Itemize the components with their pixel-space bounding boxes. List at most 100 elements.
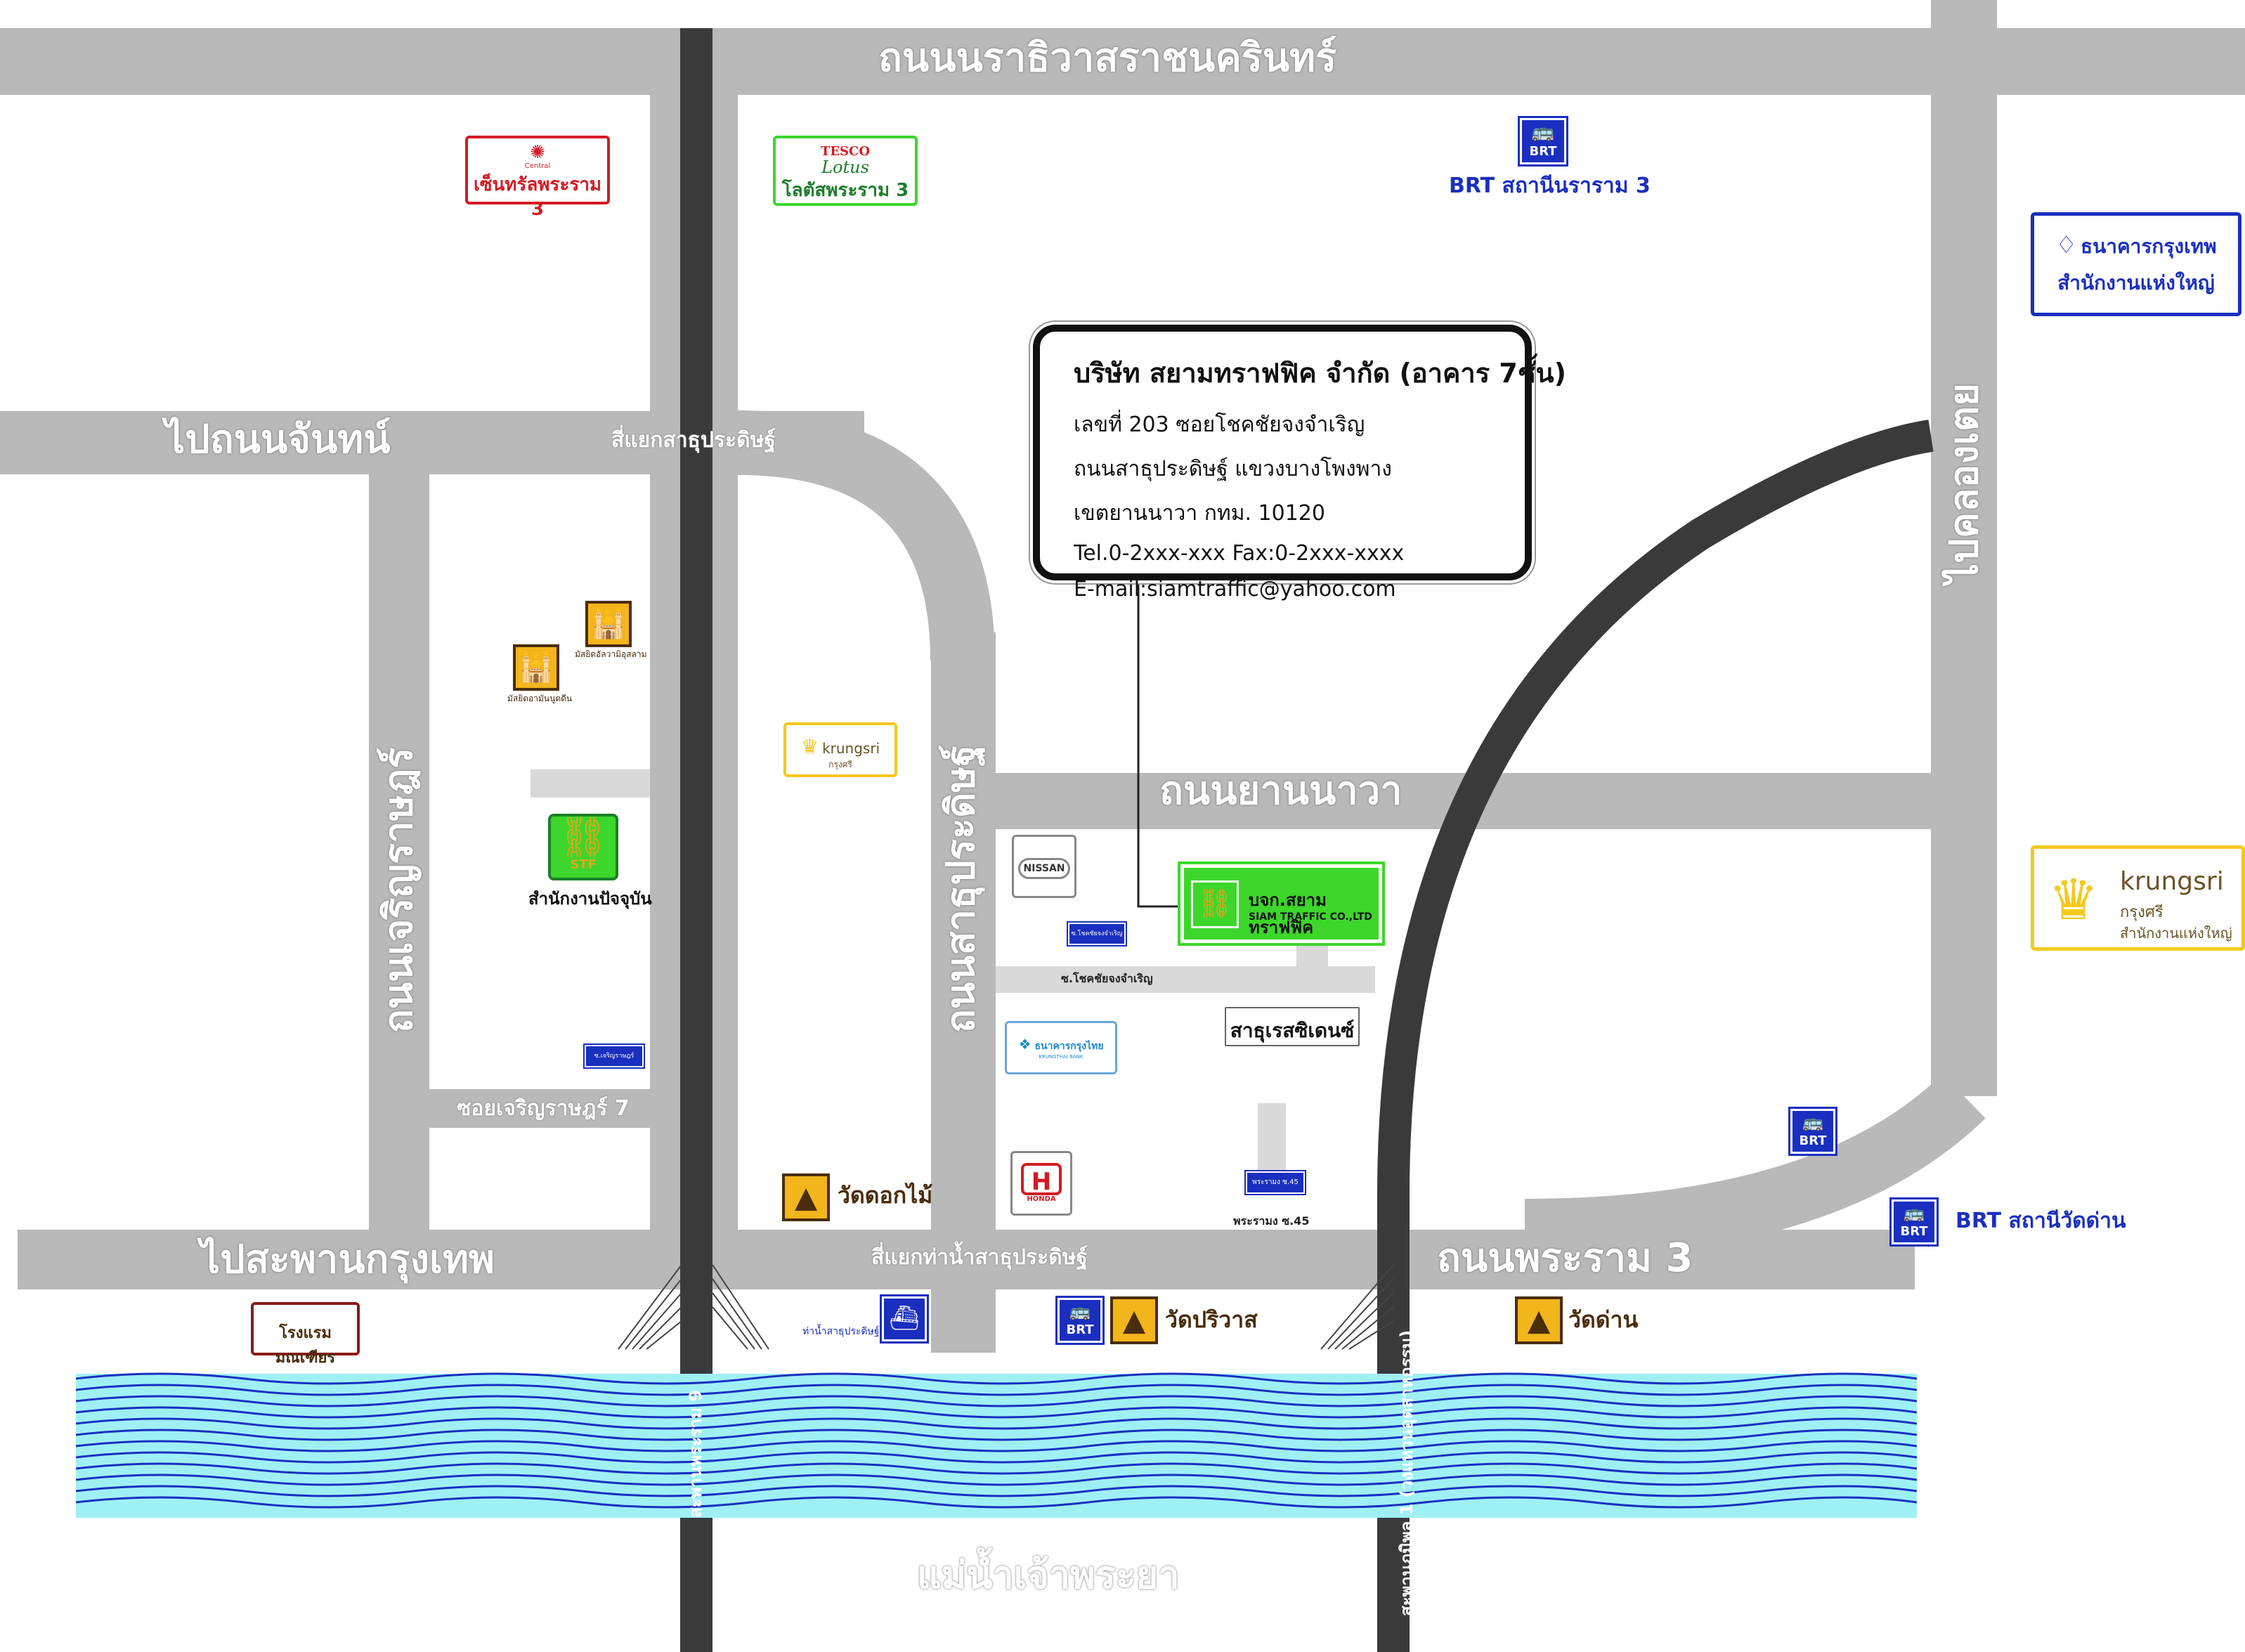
stf-logo-text: STF	[570, 857, 597, 872]
krungsri-hq-brand: krungsri	[2120, 867, 2224, 896]
river-wave-line	[75, 1440, 1918, 1452]
mosque2-label: มัสยิดอามันนูดดีน	[507, 694, 573, 703]
honda-label: HONDA	[1027, 1195, 1056, 1203]
label-to-krungthep-bridge: ไปสะพานกรุงเทพ	[200, 1237, 495, 1282]
krungsri-hq-logo-icon: ♛	[2048, 867, 2099, 932]
wat-dok-mai-label: วัดดอกไม้	[838, 1182, 933, 1209]
label-rama3-soi45: พระรามง ซ.45	[1233, 1214, 1310, 1228]
river-wave-line	[75, 1429, 1918, 1441]
nissan-landmark: NISSAN	[1012, 835, 1076, 898]
river-wave-line	[75, 1462, 1918, 1475]
krungsri-hq-sub: กรุงศรี	[2120, 904, 2163, 921]
road-right-vertical	[1931, 0, 1997, 1096]
krungsri-small-sub: กรุงศรี	[828, 760, 852, 769]
honda-logo-icon: H	[1021, 1163, 1062, 1196]
label-rama9-bridge: สะพานพระราม 9	[686, 1389, 705, 1518]
info-phone: Tel.0-2xxx-xxx Fax:0-2xxx-xxxx	[1074, 541, 1405, 566]
road-rama3-soi45	[1258, 1103, 1286, 1181]
river-wave-line	[75, 1417, 1918, 1430]
label-bhumibol-bridge: สะพานภูมิพล 1 (วงแหวนอุตสาหกรรม)	[1397, 1329, 1417, 1616]
brt-icon-text: BRT	[1066, 1322, 1094, 1337]
street-sign-chok-chai: ซ.โชคชัยจงจำเริญ	[1068, 923, 1126, 945]
label-river: แม่น้ำเจ้าพระยา	[917, 1553, 1180, 1597]
sathu-residence-landmark: สาธุเรสซิเดนซ์	[1225, 1007, 1360, 1046]
tesco-lotus-landmark: TESCO Lotus โลตัสพระราม 3	[773, 136, 918, 206]
krungsri-logo-icon: ♛	[800, 735, 819, 758]
road-ratchadaphisek	[0, 28, 2245, 95]
wat-priwat-label: วัดปริวาส	[1165, 1306, 1258, 1333]
krungthai-en: KRUNGTHAI BANK	[1039, 1054, 1084, 1060]
central-brand: Central	[524, 162, 551, 170]
brt-wat-dan-label: BRT สถานีวัดด่าน	[1956, 1209, 2126, 1233]
info-address-2: ถนนสาธุประดิษฐ์ แขวงบางโพงพาง	[1074, 457, 1392, 481]
river-wave-line	[75, 1406, 1918, 1419]
nissan-logo-icon: NISSAN	[1018, 858, 1070, 879]
mosque-icon: 🕌	[513, 644, 559, 691]
expressway-curve	[1377, 419, 1934, 1652]
krungsri-small-brand: krungsri	[822, 740, 880, 757]
river-wave-line	[75, 1384, 1918, 1396]
info-email[interactable]: E-mail:siamtraffic@yahoo.com	[1074, 577, 1396, 601]
temple-icon: ▲	[782, 1173, 830, 1221]
chao-phraya-river	[75, 1372, 1918, 1518]
brt-icon-text: BRT	[1529, 144, 1557, 159]
brt-narama3-icon: 🚌 BRT	[1520, 118, 1566, 164]
krungthai-logo-icon: ❖	[1018, 1036, 1032, 1053]
hotel-label: โรงแรมมณเฑียร	[275, 1325, 336, 1367]
bangkok-bank-landmark: ♢ ธนาคารกรุงเทพ สำนักงานแห่งใหญ่	[2031, 212, 2241, 316]
tesco-label: โลตัสพระราม 3	[781, 180, 909, 201]
river-wave-line	[75, 1496, 1918, 1509]
road-small-soi	[531, 769, 650, 798]
temple-icon: ▲	[1515, 1296, 1563, 1344]
road-charoen-rat	[369, 474, 429, 1247]
road-soi-chok-chai-stub	[1296, 942, 1328, 970]
info-address-1: เลขที่ 203 ซอยโชคชัยจงจำเริญ	[1074, 412, 1365, 437]
label-charoen-rat: ถนนเจริญราษฎร์	[376, 747, 422, 1033]
brt-right-icon: 🚌 BRT	[1790, 1109, 1835, 1154]
sathu-residence-label: สาธุเรสซิเดนซ์	[1230, 1019, 1355, 1042]
river-wave-line	[75, 1485, 1918, 1497]
bangkok-bank-name: ธนาคารกรุงเทพ	[2080, 235, 2217, 258]
siam-traffic-sign: ⛓ บจก.สยามทราฟฟิค SIAM TRAFFIC CO.,LTD	[1180, 864, 1382, 943]
info-title: บริษัท สยามทราฟฟิค จำกัด (อาคาร 7ชั้น)	[1074, 358, 1566, 389]
info-address-3: เขตยานนาวา กทม. 10120	[1074, 501, 1325, 526]
label-soi-charoen-rat-7: ซอยเจริญราษฎร์ 7	[457, 1096, 630, 1121]
krungsri-hq-label: สำนักงานแห่งใหญ่	[2120, 925, 2232, 942]
wat-dan-label: วัดด่าน	[1568, 1306, 1639, 1333]
road-curve-khlong-toei	[1524, 1074, 1986, 1261]
temple-icon: ▲	[1110, 1296, 1158, 1344]
brt-narama3-label: BRT สถานีนราราม 3	[1449, 174, 1651, 198]
river-wave-line	[75, 1474, 1918, 1486]
label-to-khlong-toei: ไปคลองเตย	[1941, 383, 1987, 583]
brt-icon-text: BRT	[1900, 1224, 1928, 1239]
road-soi-charoen-rat-7	[429, 1089, 650, 1128]
company-info-box: บริษัท สยามทราฟฟิค จำกัด (อาคาร 7ชั้น) เ…	[1033, 325, 1566, 601]
central-landmark: ✺ Central เซ็นทรัลพระราม 3	[465, 136, 610, 220]
krungthai-name: ธนาคารกรุงไทย	[1034, 1041, 1104, 1052]
brt-priwat-icon: 🚌 BRT	[1058, 1298, 1102, 1343]
bridge-cables	[618, 1264, 1394, 1350]
street-sign-rama3: พระรามง ซ.45	[1246, 1171, 1305, 1194]
stf-current-label: สำนักงานปัจจุบัน	[528, 889, 652, 909]
label-yan-nawa: ถนนยานนาวา	[1159, 768, 1403, 814]
river-wave-line	[75, 1372, 1918, 1385]
brt-icon-text: BRT	[1799, 1133, 1827, 1148]
central-label: เซ็นทรัลพระราม 3	[473, 174, 602, 220]
road-soi-chok-chai	[996, 966, 1375, 993]
siam-traffic-logo-icon: ⛓	[1191, 880, 1239, 928]
honda-landmark: H HONDA	[1010, 1151, 1072, 1216]
bangkok-bank-label: สำนักงานแห่งใหญ่	[2057, 271, 2215, 294]
label-to-chan: ไปถนนจันทน์	[165, 417, 391, 462]
label-ratchadaphisek: ถนนนราธิวาสราชนครินทร์	[878, 35, 1337, 81]
hotel-landmark: โรงแรมมณเฑียร	[251, 1302, 360, 1367]
river-wave-line	[75, 1451, 1918, 1464]
brt-wat-dan-icon: 🚌 BRT	[1892, 1199, 1937, 1244]
siam-traffic-en: SIAM TRAFFIC CO.,LTD	[1249, 911, 1372, 923]
krungsri-branch-landmark: ♛ krungsri กรุงศรี	[783, 722, 897, 777]
label-sathu-intersection: สี่แยกสาธุประดิษฐ์	[611, 428, 776, 453]
central-logo-icon: ✺	[530, 142, 545, 163]
siam-traffic-th: บจก.สยามทราฟฟิค	[1249, 890, 1327, 937]
label-rama3: ถนนพระราม 3	[1437, 1235, 1693, 1281]
label-tha-nam-intersection: สี่แยกท่าน้ำสาธุประดิษฐ์	[871, 1245, 1088, 1270]
